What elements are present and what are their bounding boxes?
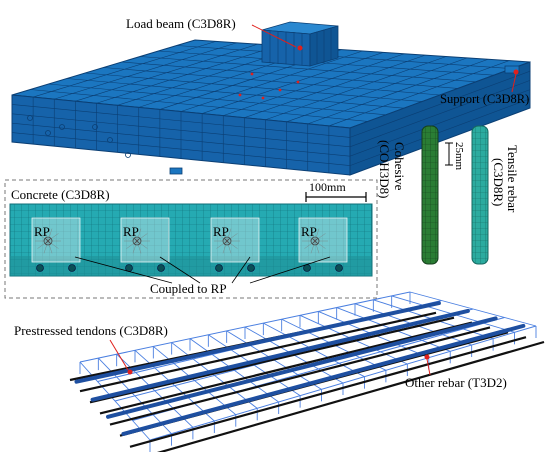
rebar-section	[68, 264, 76, 272]
cross-section-panel: RP RP RP RP	[4, 179, 378, 299]
rp-block: RP	[31, 217, 81, 272]
coupled-leaders	[74, 256, 331, 284]
concrete-label: Concrete (C3D8R)	[11, 187, 110, 202]
tendon-marker	[127, 369, 133, 375]
rp-label: RP	[213, 224, 229, 239]
scale-bar	[305, 192, 367, 202]
rp-point	[43, 236, 53, 246]
other-rebar	[129, 336, 527, 448]
cohesive-element	[421, 125, 439, 265]
coupled-label: Coupled to RP	[150, 281, 227, 296]
other-rebar	[79, 311, 437, 393]
coupling-markers	[238, 72, 300, 100]
rebar-section	[215, 264, 223, 272]
dimension-25mm	[445, 142, 453, 166]
section-frame	[4, 179, 378, 299]
tensile-rebar	[471, 125, 489, 265]
other-rebar	[156, 340, 545, 452]
rebar-section	[247, 264, 255, 272]
rebar-section	[157, 264, 165, 272]
prestressed-tendon	[121, 323, 526, 436]
rp-label: RP	[34, 224, 50, 239]
cohesive-label-2: (COH3D8)	[377, 140, 392, 199]
support-leader	[511, 73, 517, 93]
rp-point	[222, 236, 232, 246]
load-beam-label: Load beam (C3D8R)	[126, 16, 236, 31]
concrete-beam-model	[11, 21, 531, 176]
tensile-label-1: Tensile rebar	[505, 145, 520, 213]
dim-25-label: 25mm	[453, 142, 465, 171]
rp-block: RP	[210, 217, 260, 272]
rebar-section	[36, 264, 44, 272]
other-rebar-label: Other rebar (T3D2)	[405, 375, 507, 390]
prestressed-tendon	[106, 316, 498, 419]
rp-block: RP	[298, 217, 348, 272]
beam-end-face	[349, 61, 531, 176]
other-rebar	[89, 316, 455, 404]
support-marker	[513, 69, 519, 75]
support-block-right	[504, 65, 520, 74]
other-rebar-leader	[426, 358, 431, 376]
load-beam-leader	[251, 24, 297, 48]
rp-block: RP	[120, 217, 170, 272]
other-rebar	[99, 321, 473, 415]
rp-label: RP	[301, 224, 317, 239]
prestressed-label: Prestressed tendons (C3D8R)	[14, 323, 168, 338]
rp-point	[310, 236, 320, 246]
rp-point	[132, 236, 142, 246]
rebar-marker	[424, 354, 430, 360]
rebar-section	[335, 264, 343, 272]
prestressed-leader	[109, 339, 129, 371]
prestressed-tendon	[90, 308, 470, 402]
prestressed-tendon	[74, 301, 441, 384]
support-block-left	[169, 167, 183, 175]
other-rebar	[109, 326, 491, 426]
rp-label: RP	[123, 224, 139, 239]
load-beam	[261, 21, 339, 67]
cohesive-label-1: Cohesive	[392, 142, 407, 191]
tendon-holes	[27, 115, 131, 158]
support-label: Support (C3D8R)	[440, 92, 529, 106]
reinforcement-cage	[69, 291, 545, 452]
tensile-label-2: (C3D8R)	[491, 158, 506, 206]
scale-label: 100mm	[309, 180, 346, 194]
